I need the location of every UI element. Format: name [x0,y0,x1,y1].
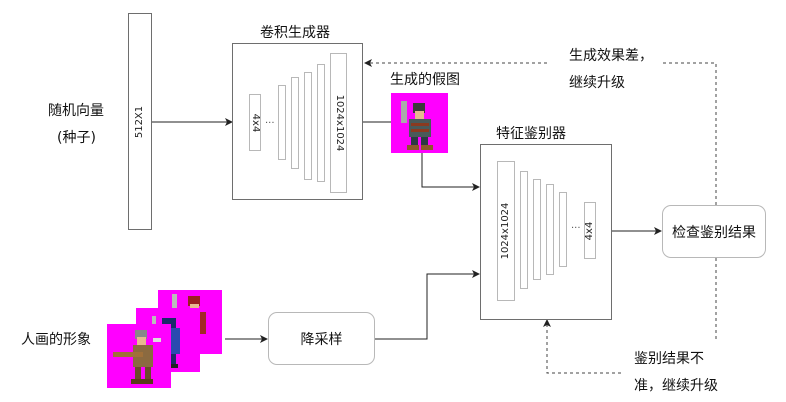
discriminator-layer-1024-label: 1024x1024 [500,202,511,260]
random-vector-label: 随机向量 [48,103,104,119]
discriminator-layer [559,192,567,267]
generator-layer [304,72,312,180]
arrow-downsample-to-discriminator [375,270,480,340]
generator-layer-1024: 1024x1024 [330,53,347,193]
generator-layer-4x4: 4x4 [249,94,261,151]
discriminator-box: 1024x1024 ··· 4x4 [480,144,612,320]
generator-layer [291,77,299,169]
seed-label: (种子) [57,130,96,146]
dashed-feedback-generator [663,62,717,205]
discriminator-layer [520,171,528,289]
discriminator-layer [546,184,554,275]
arrow-fake-to-discriminator [421,153,480,191]
feedback-discriminator-line2: 准，继续升级 [634,378,718,394]
feedback-discriminator-line1: 鉴别结果不 [634,351,704,367]
discriminator-layer-1024: 1024x1024 [497,161,515,301]
warrior-sprite-icon [401,101,433,150]
discriminator-layer-4x4: 4x4 [584,202,596,259]
discriminator-title: 特征鉴别器 [496,126,566,142]
generator-layer-4x4-label: 4x4 [250,113,261,132]
check-result-node[interactable]: 检查鉴别结果 [662,205,766,258]
human-images-label: 人画的形象 [21,332,91,348]
generator-box: 4x4 ··· 1024x1024 [232,43,363,200]
discriminator-layer-4x4-label: 4x4 [584,221,595,240]
discriminator-layer [533,179,541,280]
fake-image-title: 生成的假图 [390,72,460,88]
generator-layer-1024-label: 1024x1024 [333,94,345,152]
dashed-feedback-discriminator-bottom [543,319,621,374]
generator-layer [278,85,286,160]
generator-layer [317,64,325,182]
seed-vector-bar: 512X1 [128,13,152,230]
human-image-1 [107,324,171,388]
feedback-generator-line1: 生成效果差， [569,48,653,64]
generator-title: 卷积生成器 [260,25,330,41]
feedback-generator-line2: 继续升级 [569,75,625,91]
generator-ellipsis: ··· [265,118,275,129]
discriminator-ellipsis: ··· [571,223,581,234]
fake-image [391,93,448,153]
crossbow-warrior-sprite-icon [113,330,161,384]
downsample-node[interactable]: 降采样 [268,312,375,365]
seed-vector-size: 512X1 [134,105,145,138]
